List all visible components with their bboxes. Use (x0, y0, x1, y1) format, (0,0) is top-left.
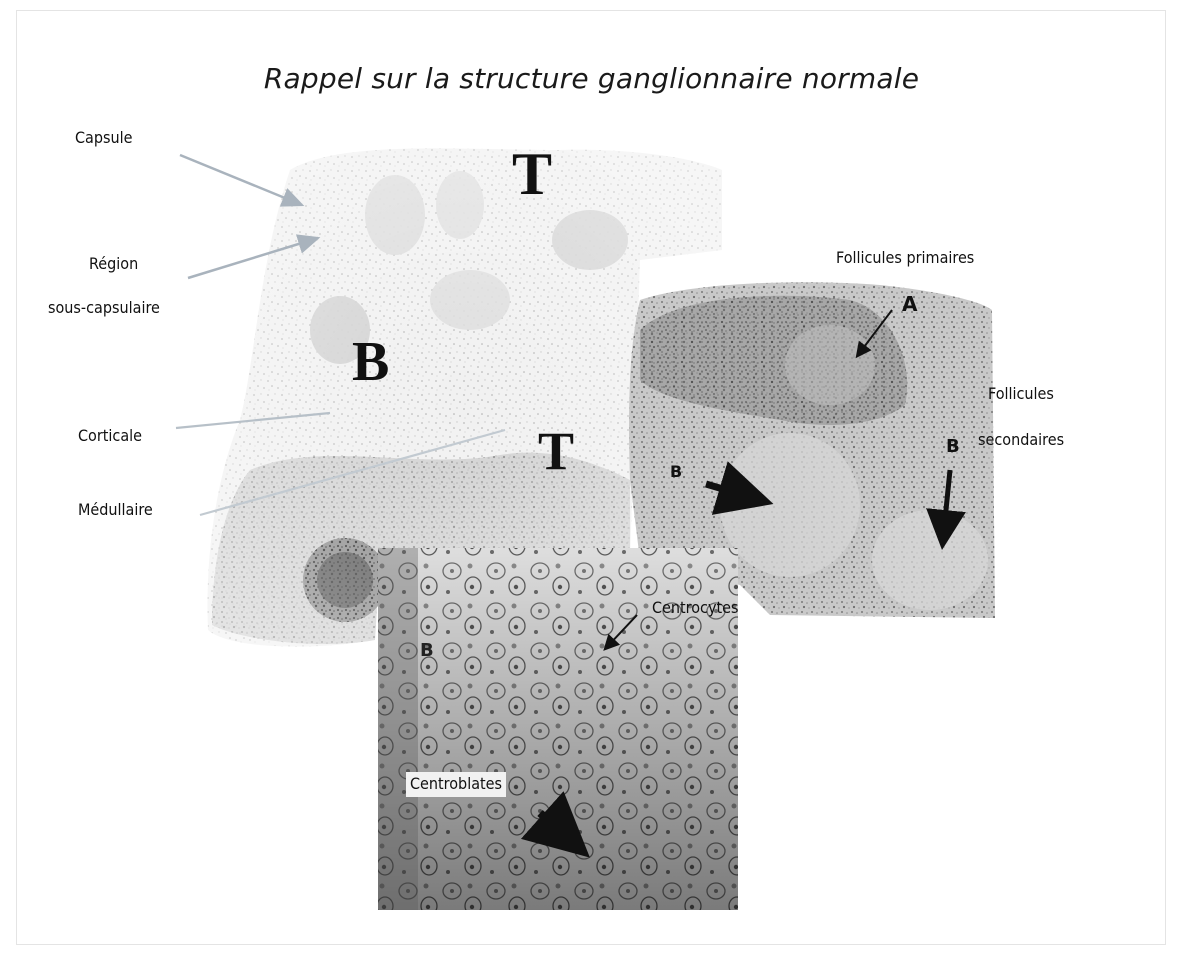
label-corticale: Corticale (78, 424, 142, 449)
letter-a-right: A (902, 292, 917, 316)
label-centroblates: Centroblates (406, 772, 506, 797)
label-capsule: Capsule (75, 126, 133, 151)
label-follicules-primaires: Follicules primaires (836, 246, 974, 271)
label-follicules-line1: Follicules (988, 382, 1054, 407)
letter-t-top: T (512, 140, 552, 209)
label-region-line2: sous-capsulaire (48, 296, 160, 321)
label-centrocytes: Centrocytes (652, 596, 738, 621)
letter-b-right-edge: B (946, 436, 960, 457)
letter-b-right-small: B (670, 462, 682, 481)
letter-b-bottom: B (420, 640, 434, 661)
slide-title: Rappel sur la structure ganglionnaire no… (0, 62, 1183, 95)
label-follicules-line2: secondaires (978, 428, 1064, 453)
label-region-line1: Région (89, 252, 138, 277)
letter-b-left: B (352, 330, 389, 394)
letter-t-mid: T (538, 420, 574, 482)
label-medullaire: Médullaire (78, 498, 153, 523)
